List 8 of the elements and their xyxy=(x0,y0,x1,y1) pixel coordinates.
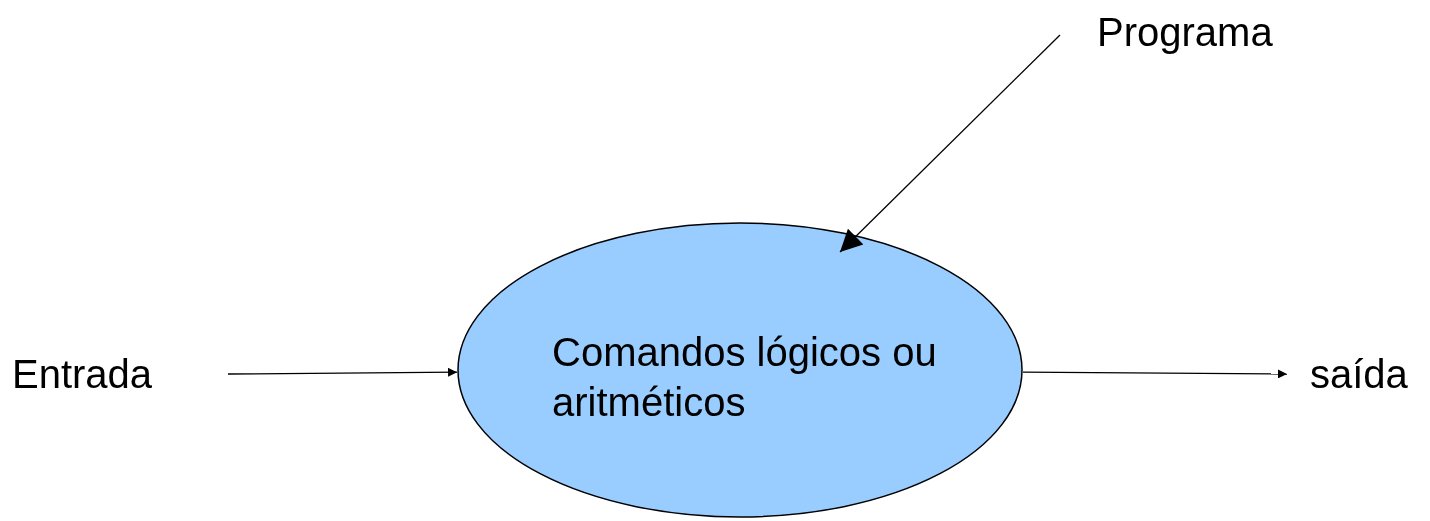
node-label: Entrada xyxy=(12,352,153,396)
process-ellipse xyxy=(457,222,1023,518)
node-label: Programa xyxy=(1097,10,1273,54)
node-label: saída xyxy=(1310,352,1408,396)
arrow xyxy=(839,34,1061,253)
node-label: Comandos lógicos ou aritméticos xyxy=(552,329,938,426)
arrow xyxy=(1022,369,1288,379)
arrow xyxy=(227,367,458,377)
